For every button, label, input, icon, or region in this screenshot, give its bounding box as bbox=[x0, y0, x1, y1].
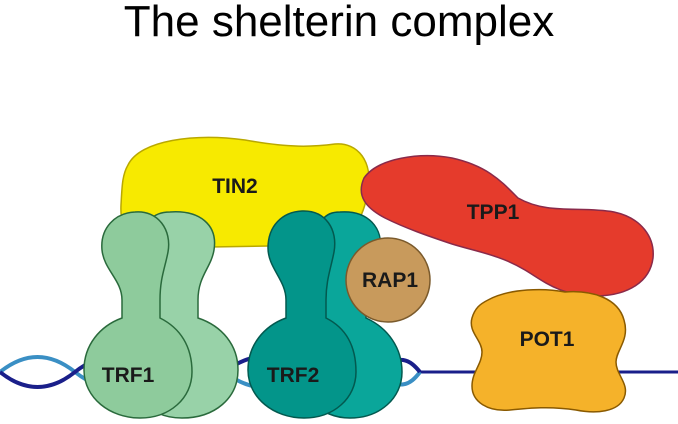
trf1-front-half bbox=[83, 211, 193, 419]
label-pot1: POT1 bbox=[520, 328, 575, 351]
label-tin2: TIN2 bbox=[212, 175, 258, 198]
pot1-protein bbox=[470, 288, 627, 413]
tpp1-protein bbox=[360, 155, 654, 297]
label-trf1: TRF1 bbox=[102, 364, 155, 387]
diagram-title: The shelterin complex bbox=[123, 0, 555, 46]
rap1-protein bbox=[345, 237, 431, 323]
label-trf2: TRF2 bbox=[267, 364, 320, 387]
label-rap1: RAP1 bbox=[362, 269, 418, 292]
label-tpp1: TPP1 bbox=[467, 201, 520, 224]
trf2-front-half bbox=[247, 210, 357, 419]
